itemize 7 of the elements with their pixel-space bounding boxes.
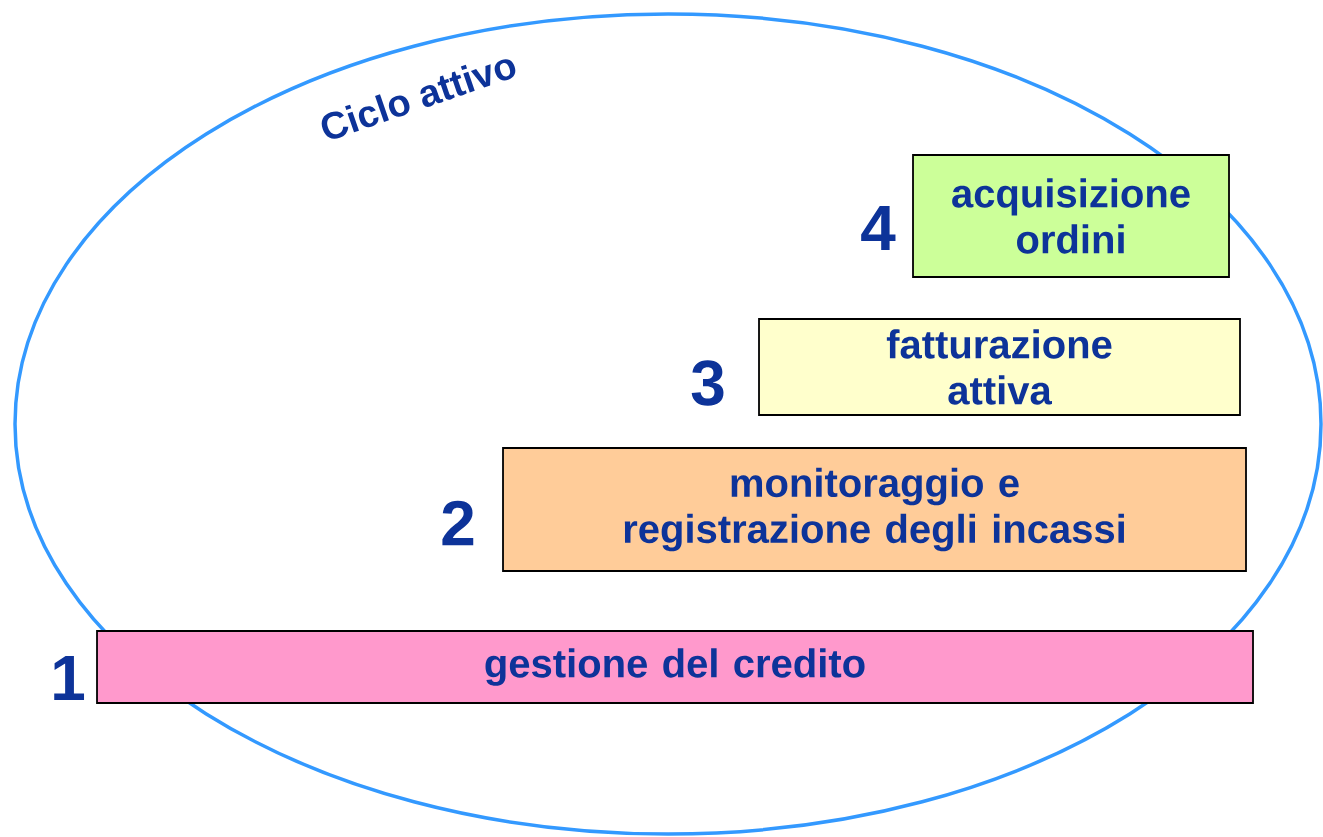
step-number: 3: [691, 360, 724, 406]
step-number: 2: [442, 500, 474, 546]
process-box: monitoraggio e registrazione degli incassi: [502, 447, 1247, 572]
ellipse-title: Ciclo attivo: [321, 59, 516, 139]
step-number: 4: [861, 205, 896, 250]
step-number: 1: [54, 655, 84, 700]
process-box: fatturazione attiva: [758, 318, 1241, 416]
